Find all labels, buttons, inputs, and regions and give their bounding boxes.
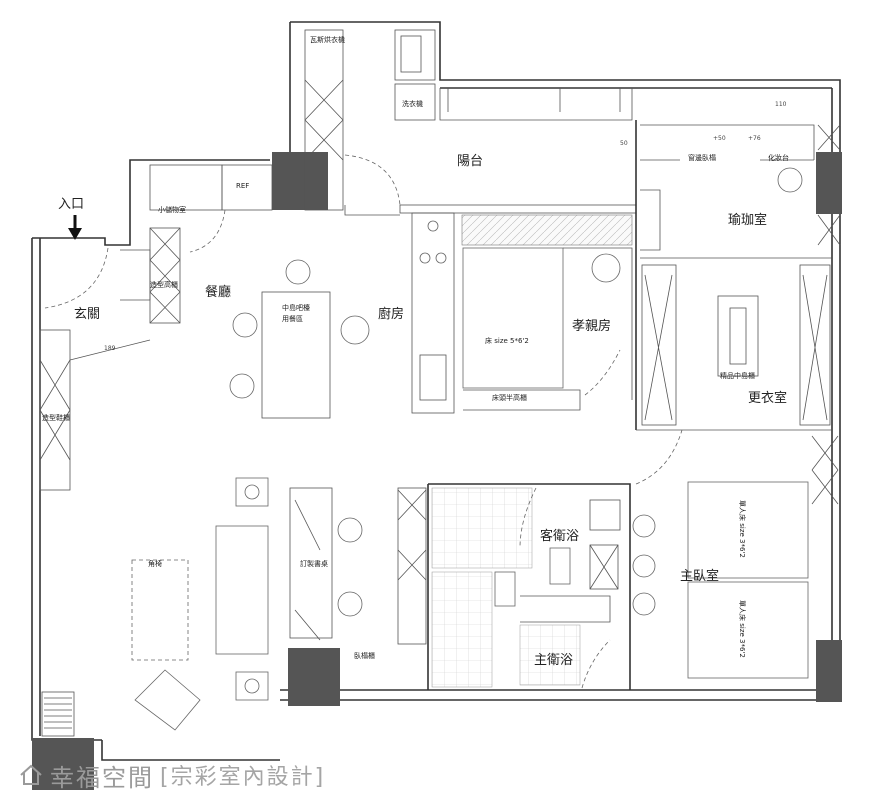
label-single-bed-1: 單人床 size 3*6'2 <box>738 500 747 558</box>
master-bath-area <box>431 571 611 689</box>
label-fine-island: 精品中島櫃 <box>720 371 755 380</box>
label-vanity: 化妝台 <box>768 153 789 162</box>
label-bed-parents: 床 size 5*6'2 <box>485 336 529 345</box>
parents-room-area <box>461 214 633 411</box>
watermark-studio: [宗彩室內設計] <box>160 765 326 790</box>
room-master-bath: 主衛浴 <box>534 653 573 668</box>
label-custom-desk: 訂製書桌 <box>300 559 328 568</box>
label-corner-chair: 角椅 <box>148 559 162 568</box>
label-daybed-cabinet: 臥榻櫃 <box>354 651 375 660</box>
label-tall-cabinet: 造型高櫃 <box>150 280 178 289</box>
room-parents: 孝親房 <box>572 318 611 334</box>
label-island-bar: 中島吧檯 <box>282 303 310 312</box>
dim-189: 189 <box>104 345 116 352</box>
guest-bath-area <box>427 483 631 690</box>
label-ref: REF <box>236 182 249 190</box>
dim-plus-76: +76 <box>748 135 761 142</box>
label-window-seat: 窗邊臥榻 <box>688 153 716 162</box>
foyer-area <box>39 215 151 737</box>
watermark-brand: 幸福空間 <box>50 763 154 792</box>
dim-110: 110 <box>775 101 787 108</box>
label-dining-zone: 用餐區 <box>282 314 303 323</box>
label-washer: 洗衣機 <box>402 99 423 108</box>
living-area <box>131 477 427 731</box>
label-shoe-cabinet: 造型鞋櫃 <box>42 413 70 422</box>
room-entrance: 入口 <box>58 197 84 212</box>
room-yoga: 瑜珈室 <box>728 212 767 228</box>
storage-area <box>149 164 273 324</box>
room-dining: 餐廳 <box>205 284 231 300</box>
structural-pillars <box>32 152 842 790</box>
room-foyer: 玄關 <box>74 307 100 322</box>
dining-area <box>229 259 370 419</box>
house-logo-icon <box>20 764 42 785</box>
room-closet: 更衣室 <box>748 390 787 406</box>
closet-area <box>636 264 832 431</box>
room-kitchen: 廚房 <box>378 306 404 322</box>
label-storage: 小儲物室 <box>158 205 186 214</box>
room-master-bedroom: 主臥室 <box>680 568 719 584</box>
room-guest-bath: 客衛浴 <box>540 528 579 544</box>
yoga-room-area <box>635 120 841 430</box>
balcony-area <box>304 29 637 216</box>
dim-plus-50: +50 <box>713 135 726 142</box>
room-balcony: 陽台 <box>457 154 483 169</box>
master-bedroom-area <box>632 429 839 679</box>
kitchen-area <box>411 212 455 414</box>
label-gas-dryer: 瓦斯烘衣機 <box>310 35 345 44</box>
label-headboard: 床頭半高櫃 <box>492 393 527 402</box>
dim-50: 50 <box>620 140 628 147</box>
watermark: 幸福空間 [宗彩室內設計] <box>18 758 325 792</box>
label-single-bed-2: 單人床 size 3*6'2 <box>738 600 747 658</box>
